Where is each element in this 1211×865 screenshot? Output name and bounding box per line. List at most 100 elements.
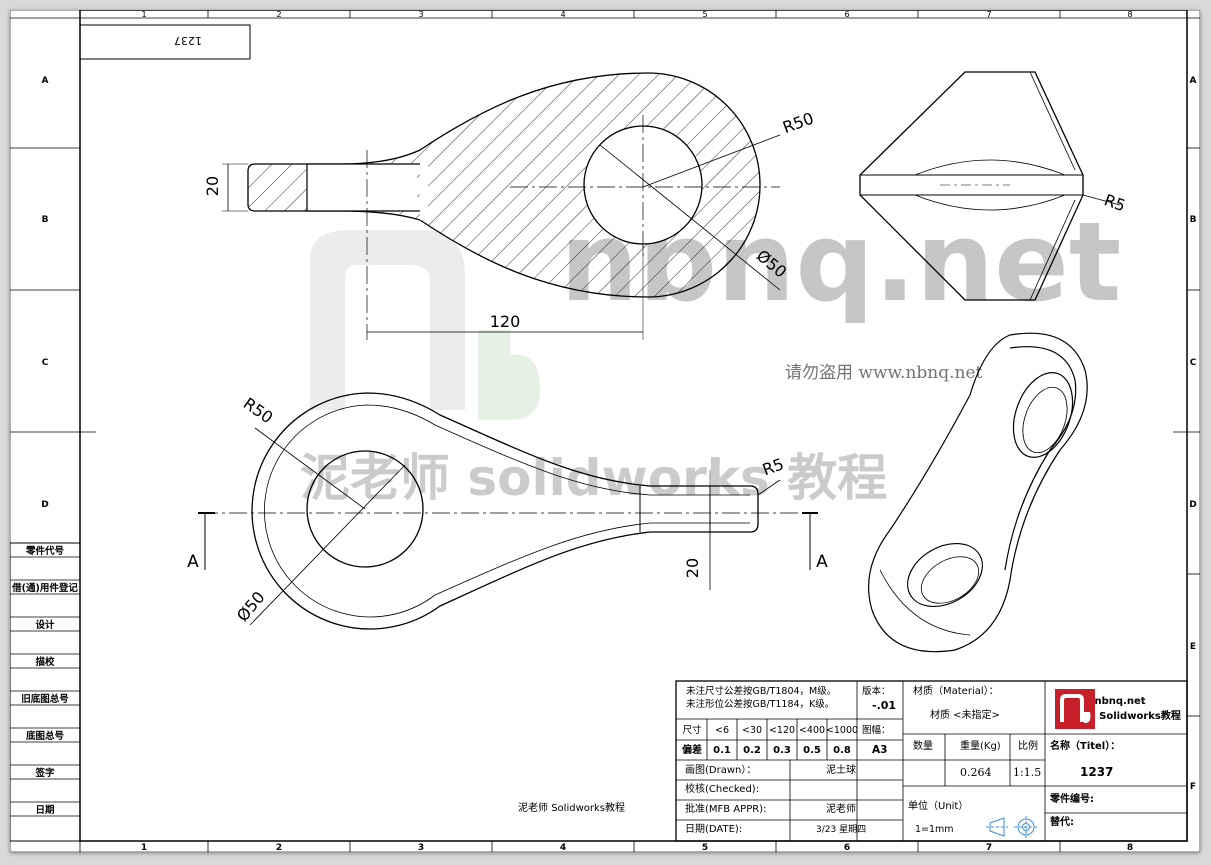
date-value: 3/23 星期四 (816, 824, 866, 835)
part-no-label: 零件编号: (1049, 792, 1094, 805)
section-mark-left: A (187, 552, 199, 572)
size-header-cell: <400 (799, 725, 825, 736)
column-number-top: 7 (986, 10, 991, 19)
row-letter-right: A (1190, 76, 1197, 86)
version-label: 版本： (862, 685, 891, 697)
side-table-label: 旧底图总号 (21, 693, 69, 705)
date-label: 日期(DATE): (685, 823, 742, 835)
column-number-bottom: 3 (418, 843, 424, 852)
name-value: 1237 (1080, 765, 1113, 779)
unit-label: 单位（Unit） (908, 799, 968, 812)
projection-symbol-icon (986, 816, 1038, 838)
isometric-view (867, 332, 1088, 653)
size-header-cell: 尺寸 (682, 724, 702, 736)
row-letter-left: B (42, 215, 49, 225)
column-number-bottom: 4 (560, 843, 566, 852)
row-letter-left: A (42, 76, 49, 86)
column-number-top: 4 (560, 10, 565, 19)
column-number-top: 5 (702, 10, 707, 19)
deviation-cell: 0.1 (713, 745, 731, 756)
deviation-cell: 0.2 (743, 745, 761, 756)
engineering-drawing: 1 1 2 2 3 3 4 4 5 5 6 6 7 7 8 8 A A B B C C D D E F 1237 零件代号借(通… (10, 10, 1200, 852)
row-letter-right: F (1190, 782, 1196, 792)
sheet-size: A3 (872, 744, 887, 756)
tol-note-2: 未注形位公差按GB/T1184，K级。 (686, 698, 834, 710)
quantity-label: 数量 (913, 739, 933, 752)
side-table-label: 日期 (35, 804, 54, 816)
deviation-cell: 0.3 (773, 745, 791, 756)
deviation-cell: 0.8 (833, 745, 851, 756)
name-label: 名称（Titel）： (1050, 739, 1120, 752)
dim-20-top: 20 (203, 176, 222, 196)
appr-label: 批准(MFB APPR): (685, 802, 766, 815)
dim-d50-front: Ø50 (233, 588, 269, 625)
row-letter-left: D (41, 500, 48, 510)
top-view: 20 120 R50 Ø50 (203, 72, 816, 340)
drawn-label: 画图(Drawn）： (685, 764, 756, 776)
side-table-label: 底图总号 (25, 730, 65, 742)
section-mark-right: A (816, 552, 828, 572)
stamp-text: 1237 (174, 34, 202, 47)
scale-label: 比例 (1018, 739, 1038, 752)
size-header-cell: <120 (769, 725, 795, 736)
deviation-cell: 偏差 (682, 743, 702, 756)
version-value: -.01 (872, 699, 896, 712)
deviation-cell: 0.5 (803, 745, 821, 756)
material-label: 材质（Material）： (913, 684, 999, 697)
dim-20-front: 20 (683, 558, 702, 578)
column-number-top: 1 (141, 10, 146, 19)
row-letter-left: C (42, 358, 49, 368)
stamp-box (79, 24, 251, 60)
column-number-bottom: 2 (276, 843, 282, 852)
side-table-label: 设计 (35, 619, 55, 631)
row-letter-right: E (1190, 642, 1196, 652)
row-letter-right: D (1189, 500, 1196, 510)
size-header-cell: <1000 (826, 725, 858, 736)
column-number-bottom: 7 (986, 843, 992, 852)
scale-value: 1:1.5 (1013, 766, 1041, 779)
drawing-sheet: 1 1 2 2 3 3 4 4 5 5 6 6 7 7 8 8 A A B B C C D D E F 1237 零件代号借(通… (10, 10, 1200, 852)
column-number-bottom: 8 (1127, 843, 1133, 852)
row-letter-right: C (1190, 358, 1197, 368)
footer-note: 泥老师 Solidworks教程 (518, 801, 625, 814)
column-number-top: 8 (1127, 10, 1132, 19)
drawn-value: 泥土球 (826, 763, 856, 776)
front-view-hole (306, 450, 424, 568)
checked-label: 校核(Checked): (685, 782, 759, 795)
dim-r50-top: R50 (780, 109, 816, 138)
logo-site: nbnq.net (1094, 696, 1145, 707)
row-letter-right: B (1190, 215, 1197, 225)
logo-tagline: Solidworks教程 (1099, 709, 1181, 722)
side-table-label: 描校 (35, 656, 55, 668)
column-number-top: 2 (276, 10, 281, 19)
nbnq-logo (1055, 689, 1095, 729)
size-header-cell: <6 (715, 725, 729, 736)
tol-note-1: 未注尺寸公差按GB/T1804，M级。 (686, 685, 836, 697)
dim-r50-front: R50 (240, 394, 277, 428)
watermark-small: 请勿盗用 www.nbnq.net (785, 363, 983, 383)
unit-value: 1=1mm (915, 824, 954, 835)
side-table (10, 542, 81, 842)
side-table-label: 签字 (34, 767, 55, 779)
watermark-text: 泥老师 solidworks 教程 (300, 449, 887, 507)
weight-label: 重量(Kg) (960, 739, 1001, 752)
appr-value: 泥老师 (826, 802, 856, 815)
size-header-cell: <30 (742, 725, 762, 736)
sheet-size-label: 图幅： (862, 724, 891, 736)
column-number-top: 3 (418, 10, 423, 19)
side-table-label: 借(通)用件登记 (11, 582, 78, 594)
column-number-top: 6 (844, 10, 849, 19)
column-number-bottom: 6 (844, 843, 850, 852)
front-view (198, 392, 818, 630)
weight-value: 0.264 (960, 766, 992, 779)
side-view (859, 71, 1121, 301)
dim-120: 120 (490, 312, 521, 331)
side-table-label: 零件代号 (25, 545, 65, 557)
column-number-bottom: 1 (141, 843, 147, 852)
column-number-bottom: 5 (702, 843, 708, 852)
title-block (675, 680, 1188, 842)
title-block-text: 未注尺寸公差按GB/T1804，M级。 未注形位公差按GB/T1184，K级。 … (685, 684, 1181, 835)
watermark-logo (310, 230, 540, 420)
material-value: 材质 <未指定> (930, 708, 1000, 721)
replace-label: 替代: (1050, 815, 1074, 828)
